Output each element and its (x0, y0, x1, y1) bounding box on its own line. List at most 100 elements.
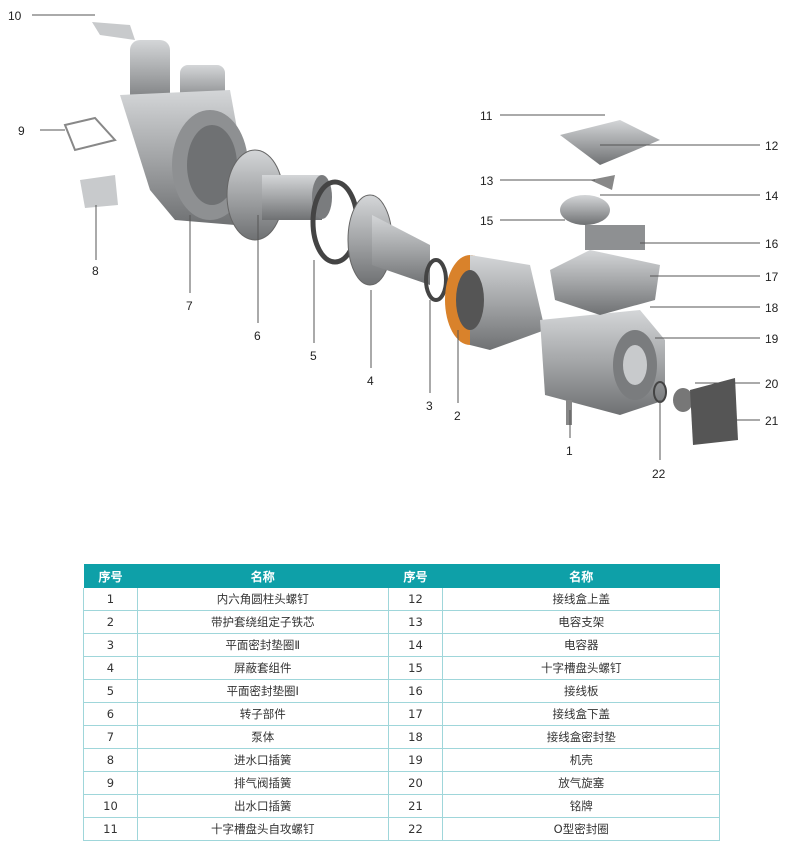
table-header: 序号 名称 序号 名称 (83, 564, 720, 588)
callout-22: 22 (652, 467, 666, 481)
part-number-cell: 7 (83, 725, 138, 749)
callout-4: 4 (367, 374, 374, 388)
callout-12: 12 (765, 139, 779, 153)
motor-housing-part (540, 310, 665, 415)
vent-clip-part (63, 116, 117, 152)
part-name-cell: 屏蔽套组件 (136, 656, 389, 680)
header-number: 序号 (83, 564, 138, 588)
seal-ring-2-part (424, 258, 448, 302)
callout-labels: 1 2 3 4 5 6 7 8 9 10 11 12 13 14 15 16 1… (8, 9, 779, 481)
callout-16: 16 (765, 237, 779, 251)
callout-21: 21 (765, 414, 779, 428)
part-name-cell: 内六角圆柱头螺钉 (136, 588, 389, 611)
callout-9: 9 (18, 124, 25, 138)
part-name-cell: 泵体 (136, 725, 389, 749)
part-number-cell: 19 (387, 748, 444, 772)
part-name-cell: 平面密封垫圈Ⅱ (136, 633, 389, 657)
part-number-cell: 6 (83, 702, 138, 726)
part-name-cell: 进水口插簧 (136, 748, 389, 772)
part-name-cell: 接线盒上盖 (442, 588, 720, 611)
rotor-part (226, 149, 332, 241)
part-number-cell: 10 (83, 794, 138, 818)
part-name-cell: 接线盒下盖 (442, 702, 720, 726)
callout-10: 10 (8, 9, 22, 23)
callout-3: 3 (426, 399, 433, 413)
leader-lines (32, 14, 760, 460)
part-number-cell: 12 (387, 588, 444, 611)
callout-14: 14 (765, 189, 779, 203)
callout-6: 6 (254, 329, 261, 343)
part-name-cell: 电容支架 (442, 610, 720, 634)
vent-plug-part (673, 388, 693, 412)
part-name-cell: 平面密封垫圈Ⅰ (136, 679, 389, 703)
junction-box-lid-part (560, 120, 660, 165)
part-number-cell: 1 (83, 588, 138, 611)
part-number-cell: 9 (83, 771, 138, 795)
outlet-clip-part (92, 22, 135, 40)
part-name-cell: 接线板 (442, 679, 720, 703)
callout-15: 15 (480, 214, 494, 228)
part-number-cell: 16 (387, 679, 444, 703)
capacitor-part (560, 195, 610, 225)
part-name-cell: 机壳 (442, 748, 720, 772)
part-number-cell: 5 (83, 679, 138, 703)
nameplate-part (690, 378, 738, 445)
stator-part (445, 255, 545, 350)
part-name-cell: 带护套绕组定子铁芯 (136, 610, 389, 634)
part-number-cell: 2 (83, 610, 138, 634)
callout-20: 20 (765, 377, 779, 391)
screw-part (566, 400, 572, 425)
part-name-cell: O型密封圈 (442, 817, 720, 841)
callout-19: 19 (765, 332, 779, 346)
part-number-cell: 14 (387, 633, 444, 657)
part-name-cell: 转子部件 (136, 702, 389, 726)
part-number-cell: 15 (387, 656, 444, 680)
exploded-pump-diagram: 1 2 3 4 5 6 7 8 9 10 11 12 13 14 15 16 1… (8, 9, 779, 481)
header-name: 名称 (442, 564, 720, 588)
part-number-cell: 13 (387, 610, 444, 634)
callout-7: 7 (186, 299, 193, 313)
part-name-cell: 接线盒密封垫 (442, 725, 720, 749)
part-name-cell: 放气旋塞 (442, 771, 720, 795)
callout-5: 5 (310, 349, 317, 363)
part-name-cell: 电容器 (442, 633, 720, 657)
part-name-cell: 十字槽盘头自攻螺钉 (136, 817, 389, 841)
part-number-cell: 20 (387, 771, 444, 795)
callout-11: 11 (480, 109, 493, 123)
part-number-cell: 3 (83, 633, 138, 657)
junction-box-lower-part (550, 250, 660, 315)
part-name-cell: 铭牌 (442, 794, 720, 818)
header-name: 名称 (137, 564, 388, 588)
part-number-cell: 22 (387, 817, 444, 841)
part-number-cell: 18 (387, 725, 444, 749)
part-name-cell: 出水口插簧 (136, 794, 389, 818)
part-number-cell: 11 (83, 817, 138, 841)
inlet-clip-part (80, 175, 118, 208)
header-number: 序号 (388, 564, 443, 588)
terminal-board-part (585, 225, 645, 250)
part-number-cell: 21 (387, 794, 444, 818)
callout-13: 13 (480, 174, 494, 188)
shield-part (347, 194, 430, 286)
part-number-cell: 4 (83, 656, 138, 680)
callout-18: 18 (765, 301, 779, 315)
callout-17: 17 (765, 270, 779, 284)
capacitor-bracket-part (590, 175, 615, 190)
part-name-cell: 排气阀插簧 (136, 771, 389, 795)
part-number-cell: 8 (83, 748, 138, 772)
callout-1: 1 (566, 444, 573, 458)
part-name-cell: 十字槽盘头螺钉 (442, 656, 720, 680)
callout-8: 8 (92, 264, 99, 278)
